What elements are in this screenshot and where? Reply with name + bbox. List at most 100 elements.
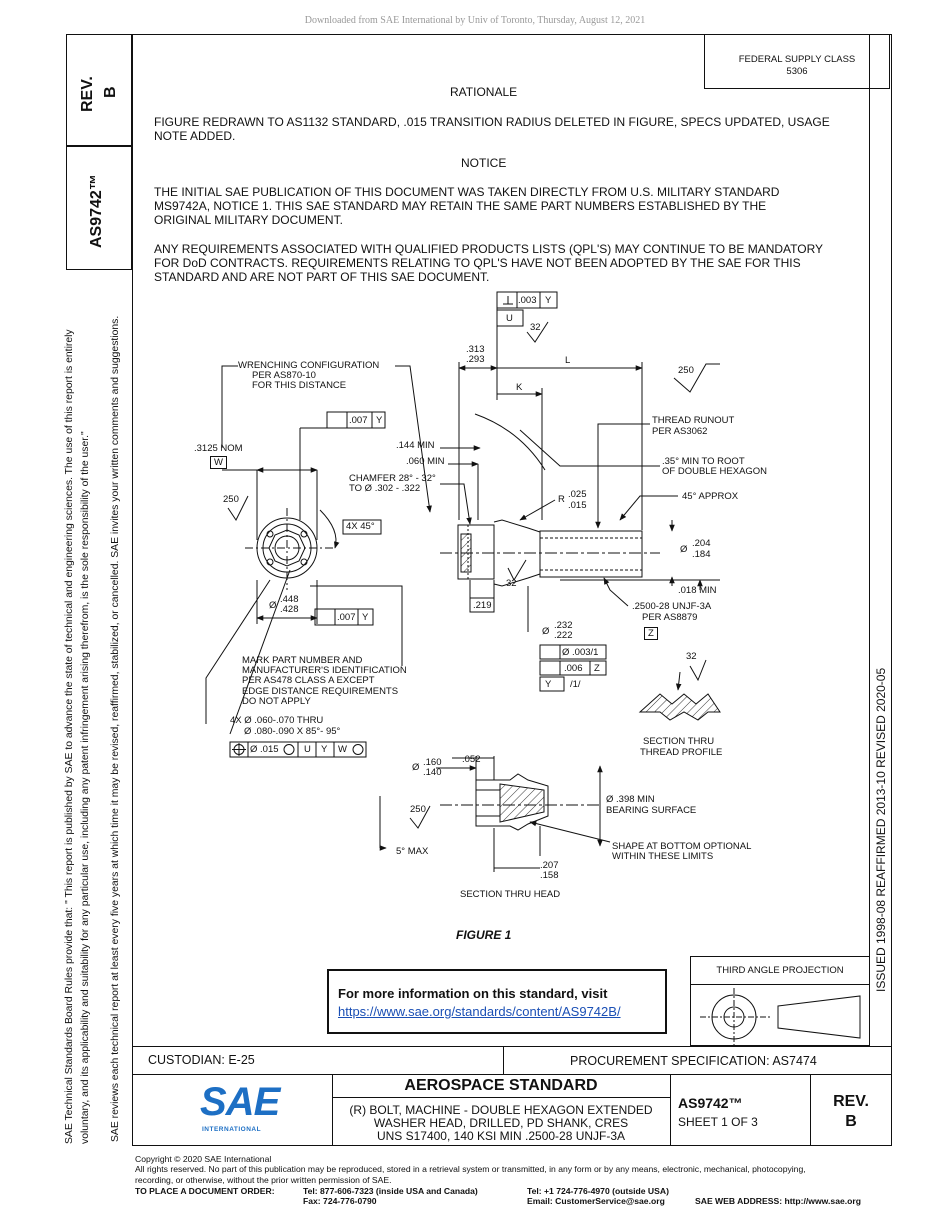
min-060: .060 MIN [406,456,445,467]
position-datum-u: U [304,744,311,755]
dia-symbol-448: Ø [269,600,277,611]
logo-divider [332,1074,333,1146]
shape-note-1: SHAPE AT BOTTOM OPTIONAL [612,841,752,852]
mark-note-4: EDGE DISTANCE REQUIREMENTS [242,686,399,697]
rationale-title: RATIONALE [450,85,518,99]
third-angle-symbol [700,988,861,1046]
rev-divider [810,1074,811,1146]
position-datum-y: Y [321,744,328,755]
notice-para-2-line-3: STANDARD AND ARE NOT PART OF THIS SAE DO… [154,270,490,284]
datum-z: Z [644,627,658,640]
dia-140: .140 [423,767,442,778]
projection-box [690,956,870,1046]
figure-caption: FIGURE 1 [456,928,512,942]
thread-profile-section [638,693,721,721]
download-watermark: Downloaded from SAE International by Uni… [304,15,646,26]
position-015: Ø .015 [250,744,279,755]
dia-222: .222 [554,630,573,641]
perp-datum: Y [545,295,552,306]
title-desc-3: UNS S17400, 140 KSI MIN .2500-28 UNJF-3A [376,1129,626,1143]
procurement-spec: PROCUREMENT SPECIFICATION: AS7474 [570,1054,817,1068]
dia-428: .428 [280,604,299,615]
pos-007-bottom: .007 [337,612,356,623]
main-frame [132,34,892,1146]
title-desc-2: WASHER HEAD, DRILLED, PD SHANK, CRES [373,1116,629,1130]
order-label: TO PLACE A DOCUMENT ORDER: [135,1186,275,1196]
dia-symbol-160: Ø [412,762,420,773]
wrench-note-3: FOR THIS DISTANCE [252,380,347,391]
rights-line-2: recording, or otherwise, without the pri… [135,1175,392,1185]
thread-spec-2: PER AS8879 [642,612,698,623]
dia-232: .232 [554,620,573,631]
dim-313: .313 [466,344,485,355]
mark-note-1: MARK PART NUMBER AND [242,655,363,666]
dim-207: .207 [540,860,559,871]
r-025: .025 [568,489,587,500]
wrench-note-2: PER AS870-10 [252,370,316,381]
pos-007-top: .007 [349,415,368,426]
position-datum-w: W [338,744,347,755]
standard-type: AEROSPACE STANDARD [404,1077,598,1094]
email[interactable]: Email: CustomerService@sae.org [527,1196,665,1206]
runout-006: .006 [564,663,583,674]
shape-note-2: WITHIN THESE LIMITS [612,851,714,862]
fax: Fax: 724-776-0790 [303,1196,377,1206]
web-address[interactable]: SAE WEB ADDRESS: http://www.sae.org [695,1196,861,1206]
thread-section-2: THREAD PROFILE [640,747,723,758]
more-info-link[interactable]: https://www.sae.org/standards/content/AS… [338,1004,621,1019]
min-018: .018 MIN [678,585,717,596]
title-block-top [132,1046,892,1047]
approx-45: 45° APPROX [682,491,739,502]
finish-250-section: 250 [410,804,426,815]
finish-32-thread: 32 [686,651,697,662]
side-rev-box [66,34,132,146]
mark-note-5: DO NOT APPLY [242,696,311,707]
min-144: .144 MIN [396,440,435,451]
straightness-003: Ø .003/1 [562,647,599,658]
datum-u: U [506,313,513,324]
min-35-1: .35° MIN TO ROOT [662,456,745,467]
dia-398: Ø .398 MIN [606,794,655,805]
custodian: CUSTODIAN: E-25 [148,1053,255,1067]
r-015: .015 [568,500,587,511]
dim-k: K [516,382,523,393]
federal-supply-box [704,34,890,89]
bolt-shank-profile [539,530,643,578]
notice-para-2-line-2: FOR DoD CONTRACTS. REQUIREMENTS RELATING… [154,256,801,270]
rationale-text-1: FIGURE REDRAWN TO AS1132 STANDARD, .015 … [154,115,830,129]
chamfer-1: CHAMFER 28° - 32° [349,473,436,484]
dia-160: .160 [423,757,442,768]
mark-note-3: PER AS478 CLASS A EXCEPT [242,675,375,686]
thread-runout-2: PER AS3062 [652,426,708,437]
dia-204: .204 [692,538,711,549]
projection-label: THIRD ANGLE PROJECTION [716,965,844,976]
federal-supply-line-1: FEDERAL SUPPLY CLASS [738,54,856,65]
notice-para-1-line-1: THE INITIAL SAE PUBLICATION OF THIS DOCU… [154,185,780,199]
more-info-title: For more information on this standard, v… [338,986,608,1001]
dim-293: .293 [466,354,485,365]
federal-supply-line-2: 5306 [786,66,808,77]
dia-symbol-204: Ø [680,544,688,555]
perpendicularity-frame [496,291,558,309]
tel-outside: Tel: +1 724-776-4970 (outside USA) [527,1186,669,1196]
finish-250-right: 250 [678,365,694,376]
side-docnum-box [66,146,132,270]
datum-y-box: Y [545,679,552,690]
pos-007-top-datum: Y [376,415,383,426]
title-block-row-divider [132,1074,892,1075]
finish-32-bottom: 32 [506,578,517,589]
more-info-box [327,969,667,1034]
dia-184: .184 [692,549,711,560]
title-doc-number: AS9742™ [678,1095,743,1111]
notice-title: NOTICE [461,156,507,170]
note-1-flag: /1/ [570,679,581,690]
datum-w: W [210,456,227,469]
tel-usa: Tel: 877-606-7323 (inside USA and Canada… [303,1186,478,1196]
finish-250-left: 250 [223,494,239,505]
rights-line-1: All rights reserved. No part of this pub… [135,1164,806,1174]
notice-para-2-line-1: ANY REQUIREMENTS ASSOCIATED WITH QUALIFI… [154,242,824,256]
bolt-head-profile [457,524,495,580]
dia-symbol-232: Ø [542,626,550,637]
copyright: Copyright © 2020 SAE International [135,1154,272,1164]
standard-type-divider [332,1097,670,1098]
